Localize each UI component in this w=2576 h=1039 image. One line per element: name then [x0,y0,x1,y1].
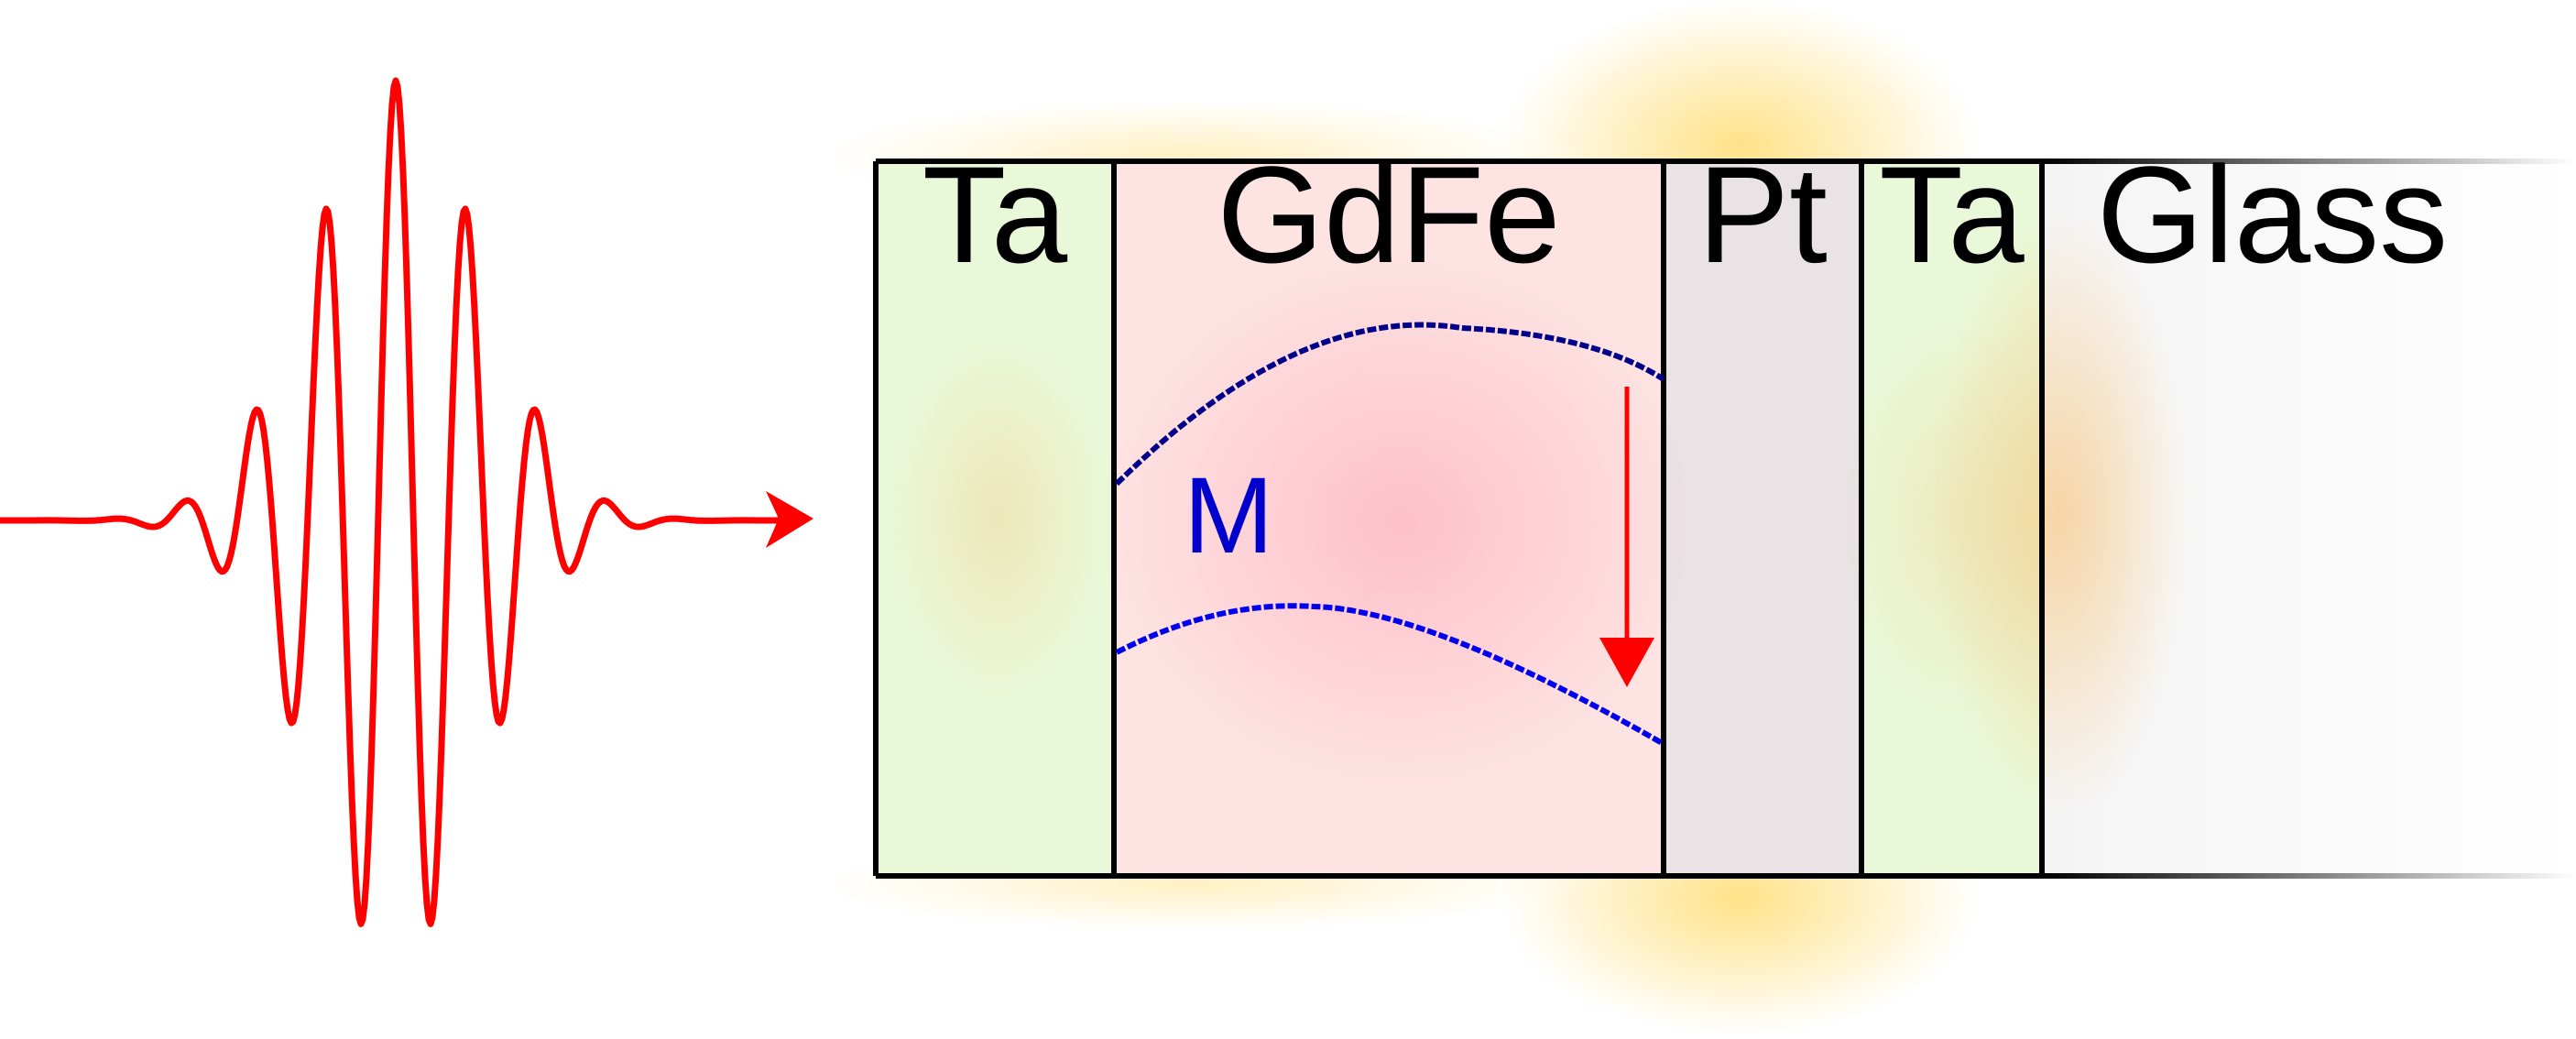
magnetization-label: M [1184,455,1273,576]
glow-ta-left [889,334,1108,701]
magnetization-curve-bottom [1115,603,1665,747]
laser-pulse-waveform [0,77,780,927]
spin-current-arrow-head [1599,638,1654,687]
border-bottom-fade [2042,873,2576,879]
glow-center [1099,247,1704,797]
glow-ta-right [1841,316,2061,719]
magnetization-curve-top [1114,322,1665,487]
border-top-fade [2042,159,2576,164]
laser-pulse-arrow-head [766,491,813,548]
